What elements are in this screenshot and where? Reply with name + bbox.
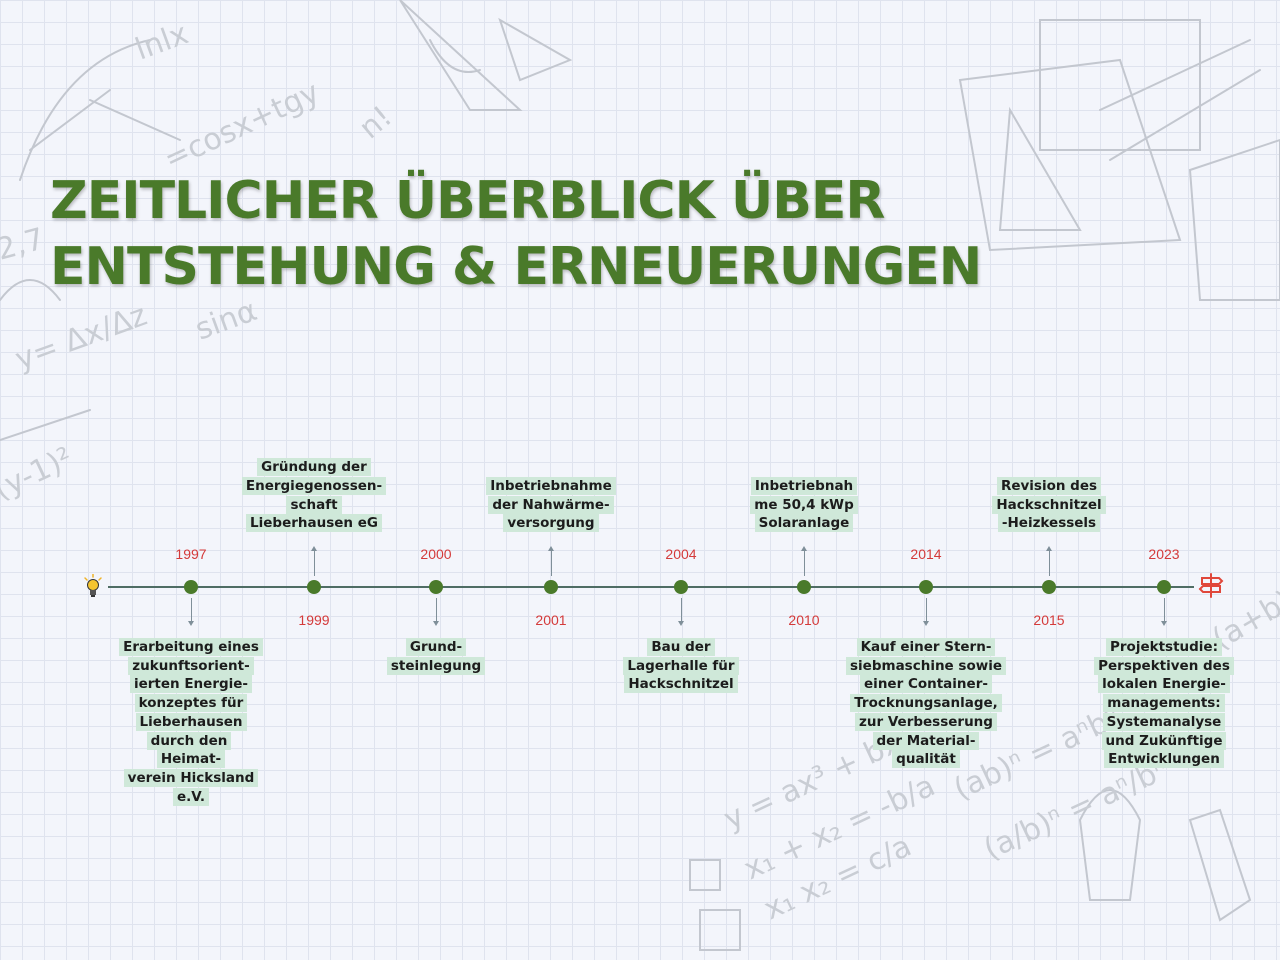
event-text-line: me 50,4 kWp — [750, 495, 858, 514]
event-text-line: zur Verbesserung — [855, 712, 997, 731]
event-text-line: Systemanalyse — [1102, 712, 1226, 731]
event-text-line: Energiegenossen- — [241, 476, 387, 495]
connector-2000 — [433, 598, 439, 626]
event-text-line: Kauf einer Stern- — [856, 638, 996, 656]
connector-2014 — [923, 598, 929, 626]
timeline-dot-2010 — [797, 580, 811, 594]
event-text-line: ierten Energie- — [129, 675, 253, 694]
event-text-line: durch den Heimat- — [146, 731, 232, 769]
svg-text:lnlx: lnlx — [131, 16, 193, 67]
connector-2010 — [801, 546, 807, 576]
svg-text:=cosx+tgy: =cosx+tgy — [159, 75, 325, 177]
event-text-line: Trocknungsanlage, — [850, 694, 1002, 713]
timeline-dot-2001 — [544, 580, 558, 594]
event-description: Grund-steinlegung — [381, 638, 491, 675]
event-text-line: Revision des — [996, 476, 1102, 495]
event-text-line: steinlegung — [386, 656, 486, 675]
timeline-dot-2014 — [919, 580, 933, 594]
svg-text:sinα: sinα — [191, 293, 262, 347]
svg-text:x₁ x₂ = c/a: x₁ x₂ = c/a — [759, 829, 917, 928]
event-text-line: Projektstudie: — [1106, 638, 1222, 656]
event-text-line: Hackschnitzel — [624, 675, 738, 694]
timeline-dot-2023 — [1157, 580, 1171, 594]
timeline-axis — [108, 586, 1194, 588]
event-text-line: der Nahwärme- — [488, 495, 614, 514]
connector-1999 — [311, 546, 317, 576]
event-text-line: versorgung — [503, 514, 599, 533]
event-text-line: Inbetriebnahme — [486, 476, 616, 495]
page-title: ZEITLICHER ÜBERBLICK ÜBER ENTSTEHUNG & E… — [50, 168, 982, 300]
lightbulb-icon — [84, 574, 102, 597]
svg-text:(y-1)²: (y-1)² — [0, 441, 78, 508]
signpost-icon — [1198, 573, 1224, 598]
title-line-1: ZEITLICHER ÜBERBLICK ÜBER — [50, 171, 885, 231]
event-text-line: e.V. — [172, 787, 210, 806]
event-text-line: konzeptes für — [134, 694, 248, 713]
event-text-line: managements: — [1103, 694, 1225, 713]
year-label: 2004 — [665, 546, 697, 562]
svg-text:n!: n! — [353, 99, 399, 146]
connector-2004 — [678, 598, 684, 626]
event-text-line: Perspektiven des — [1094, 656, 1234, 675]
title-line-2: ENTSTEHUNG & ERNEUERUNGEN — [50, 237, 982, 297]
timeline-dot-2004 — [674, 580, 688, 594]
event-text-line: Lagerhalle für — [623, 656, 739, 675]
event-text-line: schaft — [286, 495, 342, 514]
svg-text:y= Δx/Δz: y= Δx/Δz — [11, 298, 152, 378]
event-text-line: Erarbeitung eines — [119, 638, 263, 656]
event-text-line: Lieberhausen eG — [246, 514, 382, 533]
svg-text:x₁ + x₂ = -b/a: x₁ + x₂ = -b/a — [739, 768, 941, 887]
event-text-line: Grund- — [405, 638, 467, 656]
timeline-dot-1997 — [184, 580, 198, 594]
event-text-line: Gründung der — [257, 458, 371, 477]
event-text-line: einer Container- — [860, 675, 992, 694]
year-label: 2001 — [535, 612, 567, 628]
timeline-dot-1999 — [307, 580, 321, 594]
event-text-line: verein Hicksland — [123, 768, 259, 787]
year-label: 1997 — [175, 546, 207, 562]
connector-2023 — [1161, 598, 1167, 626]
event-text-line: lokalen Energie- — [1098, 675, 1230, 694]
year-label: 1999 — [298, 612, 330, 628]
connector-1997 — [188, 598, 194, 626]
event-text-line: zukunftsorient- — [128, 656, 254, 675]
event-text-line: Bau der — [647, 638, 715, 656]
event-text-line: -Heizkessels — [997, 514, 1101, 533]
event-text-line: qualität — [892, 750, 960, 769]
connector-2015 — [1046, 546, 1052, 576]
event-text-line: Solaranlage — [754, 514, 854, 533]
year-label: 2015 — [1033, 612, 1065, 628]
event-text-line: der Material- — [872, 731, 980, 750]
year-label: 2000 — [420, 546, 452, 562]
year-label: 2010 — [788, 612, 820, 628]
event-text-line: Inbetriebnah — [750, 476, 858, 495]
event-text-line: Hackschnitzel — [992, 495, 1106, 514]
connector-2001 — [548, 546, 554, 576]
timeline-dot-2015 — [1042, 580, 1056, 594]
timeline-dot-2000 — [429, 580, 443, 594]
svg-text:2,7: 2,7 — [0, 222, 48, 268]
event-text-line: und Zukünftige — [1101, 731, 1227, 750]
event-text-line: siebmaschine sowie — [846, 656, 1006, 675]
event-text-line: Lieberhausen — [135, 712, 247, 731]
year-label: 2014 — [910, 546, 942, 562]
event-text-line: Entwicklungen — [1104, 750, 1224, 769]
svg-text:(a/b)ⁿ = aⁿ/bⁿ: (a/b)ⁿ = aⁿ/bⁿ — [979, 752, 1174, 868]
year-label: 2023 — [1148, 546, 1180, 562]
